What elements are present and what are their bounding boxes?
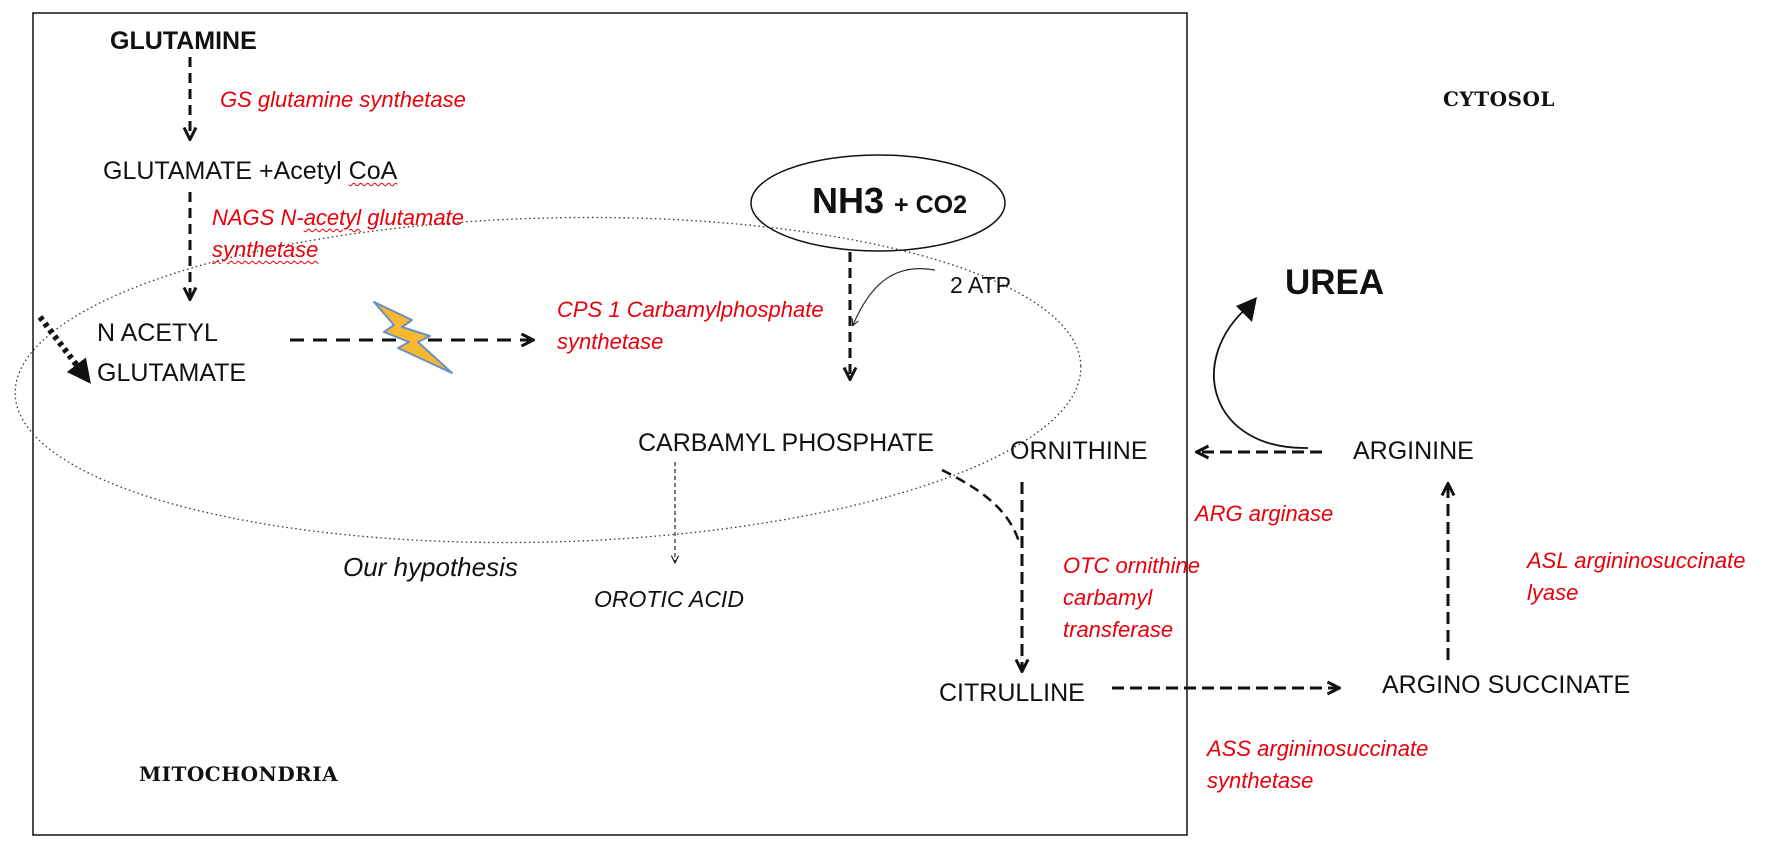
n-acetyl-glutamate-label: N ACETYL GLUTAMATE xyxy=(97,313,246,393)
n-acetyl-line1: N ACETYL xyxy=(97,319,218,347)
otc-line3: transferase xyxy=(1063,617,1174,642)
ass-line2: synthetase xyxy=(1207,768,1314,793)
orotic-acid-label: OROTIC ACID xyxy=(594,586,744,612)
ass-enzyme-label: ASS argininosuccinate synthetase xyxy=(1207,733,1428,797)
ass-line1: ASS argininosuccinate xyxy=(1207,736,1429,761)
nags-line1: NAGS N-acetyl glutamate xyxy=(212,202,464,234)
gs-enzyme-label: GS glutamine synthetase xyxy=(220,87,466,112)
otc-line1: OTC ornithine xyxy=(1063,553,1200,578)
nags-text-b: acetyl xyxy=(303,205,362,230)
otc-enzyme-label: OTC ornithine carbamyl transferase xyxy=(1063,550,1200,646)
nh3-label: NH3 + CO2 xyxy=(812,179,967,222)
arrow-atp xyxy=(853,268,936,325)
co2-text: + CO2 xyxy=(894,191,967,219)
asl-enzyme-label: ASL argininosuccinate lyase xyxy=(1527,545,1746,609)
hypothesis-label: Our hypothesis xyxy=(343,552,518,582)
nags-text-a: NAGS N- xyxy=(212,205,304,230)
otc-line2: carbamyl xyxy=(1063,585,1153,610)
glutamate-label: GLUTAMATE +Acetyl CoA xyxy=(103,156,397,186)
arrow-into-nag xyxy=(37,315,91,384)
arginine-label: ARGININE xyxy=(1353,437,1474,465)
argino-succinate-label: ARGINO SUCCINATE xyxy=(1382,671,1631,699)
mitochondria-label: MITOCHONDRIA xyxy=(139,762,339,786)
urea-arrowhead xyxy=(1236,297,1257,322)
hypothesis-ellipse xyxy=(14,216,1082,544)
cps1-line1: CPS 1 Carbamylphosphate xyxy=(557,297,824,322)
cps1-enzyme-label: CPS 1 Carbamylphosphate synthetase xyxy=(557,294,824,358)
cytosol-label: CYTOSOL xyxy=(1443,87,1555,111)
nh3-text: NH3 xyxy=(812,180,885,221)
mitochondria-box xyxy=(32,12,1188,836)
asl-line2: lyase xyxy=(1527,580,1579,605)
nags-line2: synthetase xyxy=(212,237,319,262)
ornithine-label: ORNITHINE xyxy=(1010,437,1148,465)
atp-label: 2 ATP xyxy=(950,272,1011,298)
glutamate-text: GLUTAMATE +Acetyl xyxy=(103,157,349,185)
arrow-arginine-urea xyxy=(1213,304,1309,449)
glutamine-label: GLUTAMINE xyxy=(110,27,257,55)
nags-enzyme-label: NAGS N-acetyl glutamate synthetase xyxy=(212,202,464,266)
nags-text-c: glutamate xyxy=(361,205,464,230)
citrulline-label: CITRULLINE xyxy=(939,679,1085,707)
carbamyl-phosphate-label: CARBAMYL PHOSPHATE xyxy=(638,429,934,457)
nh3-co2-ellipse xyxy=(750,154,1006,252)
arrow-carbamyl-citrulline xyxy=(941,468,1022,546)
lightning-icon xyxy=(373,301,453,374)
urea-label: UREA xyxy=(1285,263,1385,302)
n-acetyl-line2: GLUTAMATE xyxy=(97,359,247,387)
asl-line1: ASL argininosuccinate xyxy=(1527,548,1746,573)
arg-enzyme-label: ARG arginase xyxy=(1195,501,1334,526)
coa-text: CoA xyxy=(348,157,398,185)
cps1-line2: synthetase xyxy=(557,329,664,354)
